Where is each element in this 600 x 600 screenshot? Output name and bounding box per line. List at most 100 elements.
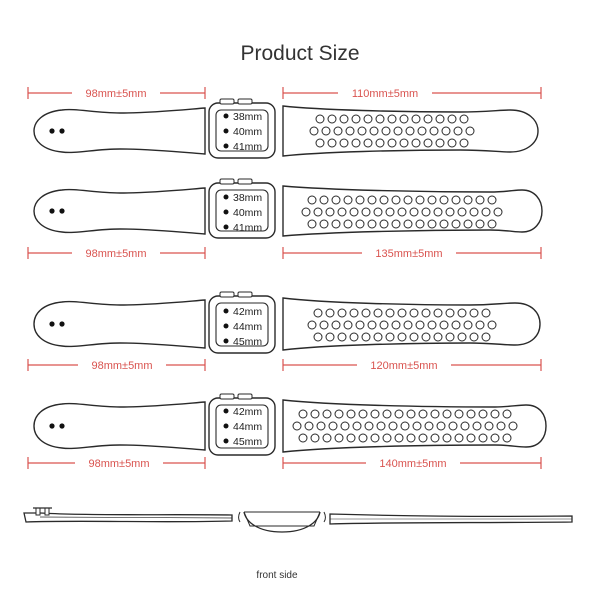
vent-hole bbox=[328, 421, 338, 431]
vent-hole bbox=[457, 308, 467, 318]
dimension-left-3: 98mm±5mm bbox=[27, 357, 206, 373]
vent-hole bbox=[393, 126, 403, 136]
vent-hole bbox=[357, 126, 367, 136]
dimension-left-label: 98mm±5mm bbox=[91, 360, 152, 372]
vent-hole bbox=[387, 138, 397, 148]
vent-hole bbox=[310, 433, 320, 443]
vent-hole bbox=[429, 126, 439, 136]
vent-hole bbox=[321, 126, 331, 136]
dimension-left-label: 98mm±5mm bbox=[88, 458, 149, 470]
size-list: 42mm 44mm 45mm bbox=[223, 306, 262, 348]
vent-hole bbox=[375, 138, 385, 148]
vent-hole bbox=[439, 219, 449, 229]
vent-hole bbox=[361, 332, 371, 342]
vent-hole bbox=[447, 138, 457, 148]
vent-hole bbox=[403, 195, 413, 205]
vent-hole bbox=[469, 207, 479, 217]
size-label: 38mm bbox=[233, 192, 262, 204]
vent-hole bbox=[316, 421, 326, 431]
vent-hole bbox=[351, 138, 361, 148]
vent-hole bbox=[433, 207, 443, 217]
vent-hole bbox=[361, 308, 371, 318]
connector-block bbox=[208, 291, 276, 354]
vent-hole bbox=[319, 320, 329, 330]
vent-hole bbox=[334, 409, 344, 419]
vent-hole bbox=[423, 114, 433, 124]
vent-hole bbox=[415, 320, 425, 330]
vent-hole bbox=[427, 195, 437, 205]
pin-hole bbox=[49, 321, 55, 327]
vent-hole bbox=[406, 409, 416, 419]
vent-hole bbox=[463, 195, 473, 205]
vent-hole bbox=[397, 207, 407, 217]
dimension-right-1: 110mm±5mm bbox=[282, 85, 542, 101]
vent-hole bbox=[307, 320, 317, 330]
vent-hole bbox=[442, 433, 452, 443]
vent-hole bbox=[340, 421, 350, 431]
vent-hole bbox=[319, 195, 329, 205]
vent-hole bbox=[333, 126, 343, 136]
long-strap-outline bbox=[282, 297, 541, 351]
vent-hole bbox=[481, 207, 491, 217]
vent-hole bbox=[430, 409, 440, 419]
vent-hole bbox=[399, 138, 409, 148]
vent-hole bbox=[349, 207, 359, 217]
side-long-strap bbox=[329, 513, 573, 525]
vent-hole bbox=[409, 207, 419, 217]
dimension-right-2: 135mm±5mm bbox=[282, 245, 542, 261]
vent-hole bbox=[373, 207, 383, 217]
vent-hole bbox=[307, 219, 317, 229]
vent-hole bbox=[447, 114, 457, 124]
dimension-right-4: 140mm±5mm bbox=[282, 455, 542, 471]
vent-hole bbox=[463, 219, 473, 229]
vent-hole bbox=[298, 433, 308, 443]
vent-hole bbox=[370, 409, 380, 419]
vent-hole bbox=[397, 332, 407, 342]
vent-hole bbox=[327, 114, 337, 124]
vent-hole bbox=[451, 320, 461, 330]
vent-hole bbox=[385, 332, 395, 342]
vent-hole bbox=[379, 320, 389, 330]
vent-hole bbox=[322, 409, 332, 419]
vent-hole bbox=[327, 138, 337, 148]
size-label: 40mm bbox=[233, 207, 262, 219]
vent-hole bbox=[433, 308, 443, 318]
vent-hole bbox=[490, 433, 500, 443]
vent-hole bbox=[397, 308, 407, 318]
vent-hole bbox=[475, 320, 485, 330]
vent-hole bbox=[454, 433, 464, 443]
vent-hole bbox=[421, 332, 431, 342]
vent-hole bbox=[496, 421, 506, 431]
dimension-left-2: 98mm±5mm bbox=[27, 245, 206, 261]
size-label: 45mm bbox=[233, 436, 262, 448]
size-label: 42mm bbox=[233, 406, 262, 418]
size-label: 41mm bbox=[233, 141, 262, 153]
vent-hole bbox=[364, 421, 374, 431]
vent-hole bbox=[411, 114, 421, 124]
vent-hole bbox=[376, 421, 386, 431]
vent-hole bbox=[460, 421, 470, 431]
vent-hole bbox=[388, 421, 398, 431]
vent-hole bbox=[382, 409, 392, 419]
vent-hole bbox=[466, 409, 476, 419]
vent-hole bbox=[448, 421, 458, 431]
vent-hole bbox=[292, 421, 302, 431]
vent-hole bbox=[459, 114, 469, 124]
vent-hole bbox=[435, 114, 445, 124]
size-list: 38mm 40mm 41mm bbox=[223, 192, 262, 234]
vent-hole bbox=[309, 126, 319, 136]
vent-hole bbox=[412, 421, 422, 431]
vent-hole bbox=[451, 219, 461, 229]
pin-hole bbox=[49, 423, 55, 429]
connector-block bbox=[208, 178, 276, 239]
vent-hole bbox=[325, 308, 335, 318]
vent-hole bbox=[325, 207, 335, 217]
vent-hole bbox=[427, 320, 437, 330]
band-row-3: 42mm 44mm 45mm 98mm±5mm 120mm±5mm bbox=[27, 291, 542, 373]
vent-hole bbox=[334, 433, 344, 443]
vent-hole bbox=[315, 138, 325, 148]
side-connector bbox=[238, 511, 326, 533]
vent-hole bbox=[433, 332, 443, 342]
band-row-1: 98mm±5mm 110mm±5mm 38mm 40mm 41mm bbox=[27, 85, 542, 159]
vent-hole bbox=[313, 207, 323, 217]
